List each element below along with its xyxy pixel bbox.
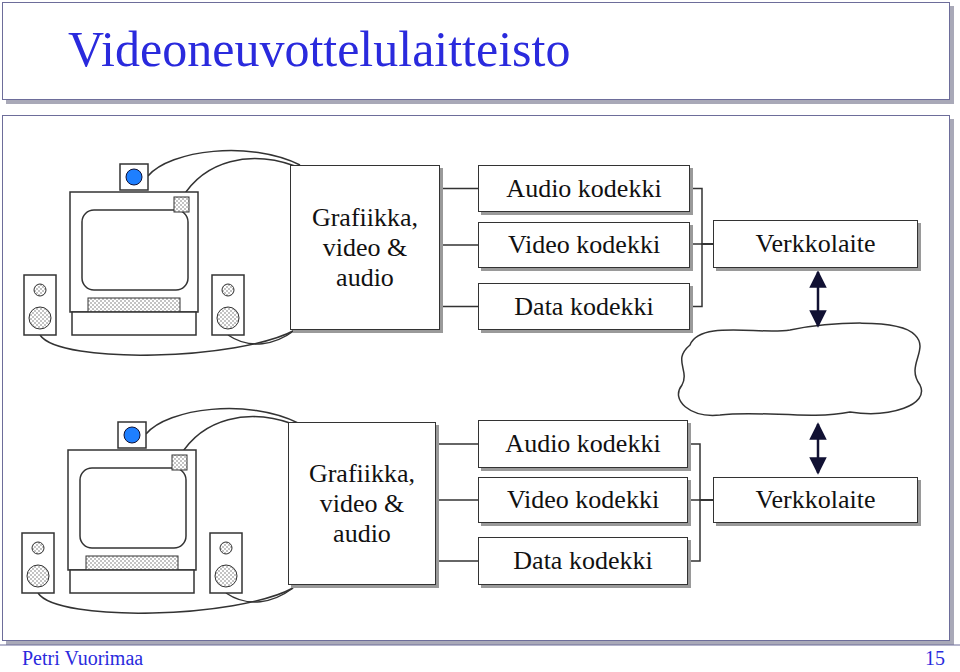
box-label: Grafiikka, video & audio <box>299 203 431 293</box>
box-label: Data kodekki <box>513 546 652 576</box>
link-arrow <box>817 424 820 473</box>
component-box: Audio kodekki <box>478 165 690 212</box>
connector <box>440 306 478 308</box>
component-box: Video kodekki <box>478 477 688 523</box>
network-cloud <box>678 323 921 415</box>
box-label: Verkkolaite <box>756 229 876 259</box>
connector <box>440 244 478 246</box>
box-label: Grafiikka, video & audio <box>297 459 427 549</box>
component-box: Data kodekki <box>478 283 690 330</box>
connector <box>690 244 713 307</box>
connector <box>436 499 478 501</box>
footer-author: Petri Vuorimaa <box>22 647 143 670</box>
link-arrow <box>817 272 820 326</box>
footer-rule <box>0 645 960 646</box>
slide-title: Videoneuvottelulaitteisto <box>68 20 570 78</box>
box-label: Verkkolaite <box>756 485 876 515</box>
connector <box>436 443 478 445</box>
box-label: Video kodekki <box>508 230 660 260</box>
component-box: Audio kodekki <box>478 420 688 468</box>
component-box: Data kodekki <box>478 537 688 585</box>
connector <box>690 189 713 245</box>
connector <box>688 500 713 561</box>
media-box: Grafiikka, video & audio <box>290 165 440 330</box>
connector <box>440 188 478 190</box>
component-box: Verkkolaite <box>713 477 918 523</box>
media-box: Grafiikka, video & audio <box>288 422 436 585</box>
box-label: Video kodekki <box>507 485 659 515</box>
component-box: Video kodekki <box>478 222 690 268</box>
box-label: Audio kodekki <box>506 174 661 204</box>
box-label: Audio kodekki <box>505 429 660 459</box>
connector <box>436 560 478 562</box>
component-box: Verkkolaite <box>713 220 918 268</box>
box-label: Data kodekki <box>514 292 653 322</box>
page-number: 15 <box>925 647 945 670</box>
connector <box>688 444 713 500</box>
